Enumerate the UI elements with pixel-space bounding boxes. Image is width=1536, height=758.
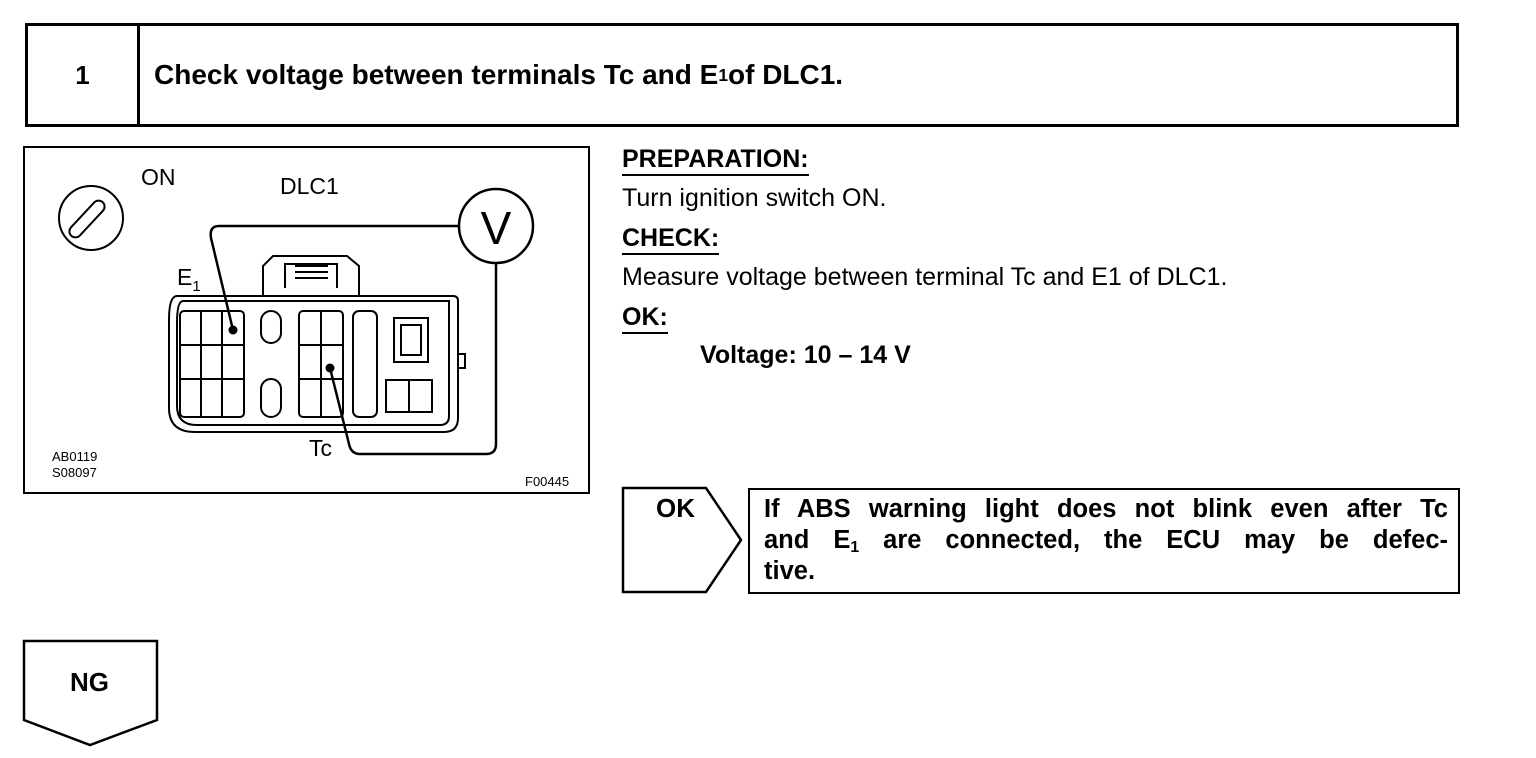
ok-result-line-3: tive. bbox=[764, 557, 816, 585]
e1-terminal-label: E1 bbox=[177, 264, 201, 295]
ng-branch-label: NG bbox=[70, 667, 109, 697]
preparation-text: Turn ignition switch ON. bbox=[622, 184, 887, 212]
ok-result-line-2: and E1 are connected, the ECU may be def… bbox=[764, 526, 1448, 556]
figure-id: F00445 bbox=[525, 474, 569, 489]
dlc1-connector-icon bbox=[168, 255, 466, 433]
dlc1-label: DLC1 bbox=[280, 173, 339, 199]
e1-probe-point bbox=[228, 325, 238, 335]
ignition-switch-icon bbox=[58, 185, 124, 251]
ok-heading: OK: bbox=[622, 303, 668, 334]
check-text: Measure voltage between terminal Tc and … bbox=[622, 263, 1228, 291]
ok-spec: Voltage: 10 – 14 V bbox=[700, 341, 911, 369]
step-title: Check voltage between terminals Tc and E… bbox=[154, 59, 844, 90]
step-header: 1 Check voltage between terminals Tc and… bbox=[25, 23, 1459, 127]
preparation-heading: PREPARATION: bbox=[622, 145, 809, 176]
ok-arrow-icon bbox=[621, 486, 743, 594]
check-heading: CHECK: bbox=[622, 224, 720, 255]
tc-probe-point bbox=[325, 363, 335, 373]
voltmeter-symbol: V bbox=[481, 202, 512, 254]
tc-terminal-label: Tc bbox=[309, 435, 332, 461]
voltmeter-icon: V bbox=[457, 187, 535, 265]
step-number: 1 bbox=[28, 26, 140, 124]
dlc1-diagram: ON DLC1 V bbox=[23, 146, 590, 494]
ignition-on-label: ON bbox=[141, 164, 176, 190]
ok-branch-label: OK bbox=[656, 493, 695, 523]
test-leads bbox=[209, 224, 498, 456]
ng-arrow-icon bbox=[22, 639, 159, 747]
ok-result-box: If ABS warning light does not blink even… bbox=[748, 488, 1460, 594]
figure-code-2: S08097 bbox=[52, 465, 97, 480]
ok-result-line-1: If ABS warning light does not blink even… bbox=[764, 495, 1448, 523]
figure-code-1: AB0119 bbox=[52, 449, 97, 464]
